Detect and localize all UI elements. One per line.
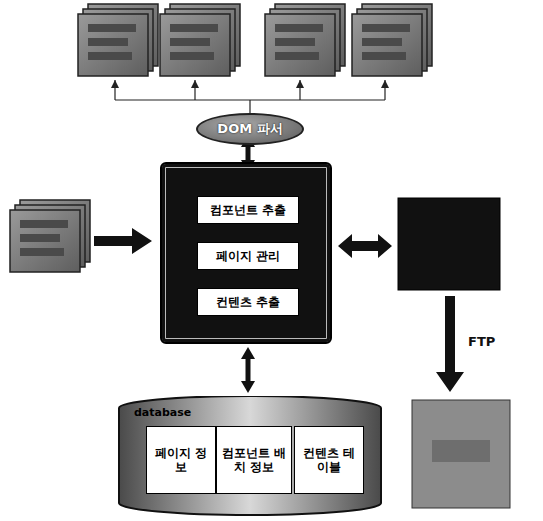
node-text: 컨텐츠 추출	[216, 295, 280, 309]
document-stack	[78, 4, 158, 76]
module-block: 컴포넌트 추출페이지 관리컨텐츠 추출	[160, 162, 332, 344]
blurred-mark	[432, 440, 490, 462]
wire	[249, 100, 250, 113]
double-block-arrow	[338, 234, 392, 258]
database-cylinder: database 페이지 정보 컴포넌트 배치 정보 컨텐츠 테이블	[118, 396, 382, 516]
table-box: 컴포넌트 배치 정보	[216, 426, 292, 494]
node-text: 페이지 관리	[216, 249, 280, 263]
double-arrow-connector	[246, 147, 251, 160]
document-stack	[160, 4, 240, 76]
node-text: 컨텐츠 테이블	[298, 446, 360, 475]
table-box: 컨텐츠 테이블	[294, 426, 364, 494]
database-label: database	[134, 406, 191, 419]
block-arrow	[94, 228, 152, 254]
black-box	[398, 198, 500, 290]
wire-arrow	[384, 80, 385, 100]
document-stack	[10, 200, 90, 272]
wire-arrow	[299, 80, 300, 100]
grey-box	[412, 400, 510, 508]
function-box: 컨텐츠 추출	[197, 288, 299, 316]
document-stack	[352, 4, 432, 76]
cylinder-body	[119, 396, 381, 515]
protocol-label: FTP	[466, 334, 497, 349]
node-text: 컴포넌트 배치 정보	[220, 446, 288, 475]
node-text: 페이지 정보	[150, 446, 212, 475]
node-text: 컴포넌트 추출	[210, 203, 286, 217]
node-text: DOM 파서	[217, 121, 282, 137]
double-arrow-connector	[246, 359, 251, 381]
parser-wires	[115, 80, 385, 113]
wire	[115, 99, 385, 100]
parser-ellipse: DOM 파서	[196, 113, 304, 145]
block-arrow	[436, 296, 464, 392]
function-box: 페이지 관리	[197, 242, 299, 270]
document-stack	[265, 4, 345, 76]
wire-arrow	[194, 80, 195, 100]
table-box: 페이지 정보	[146, 426, 216, 494]
wire-arrow	[114, 80, 115, 100]
function-box: 컴포넌트 추출	[197, 196, 299, 224]
